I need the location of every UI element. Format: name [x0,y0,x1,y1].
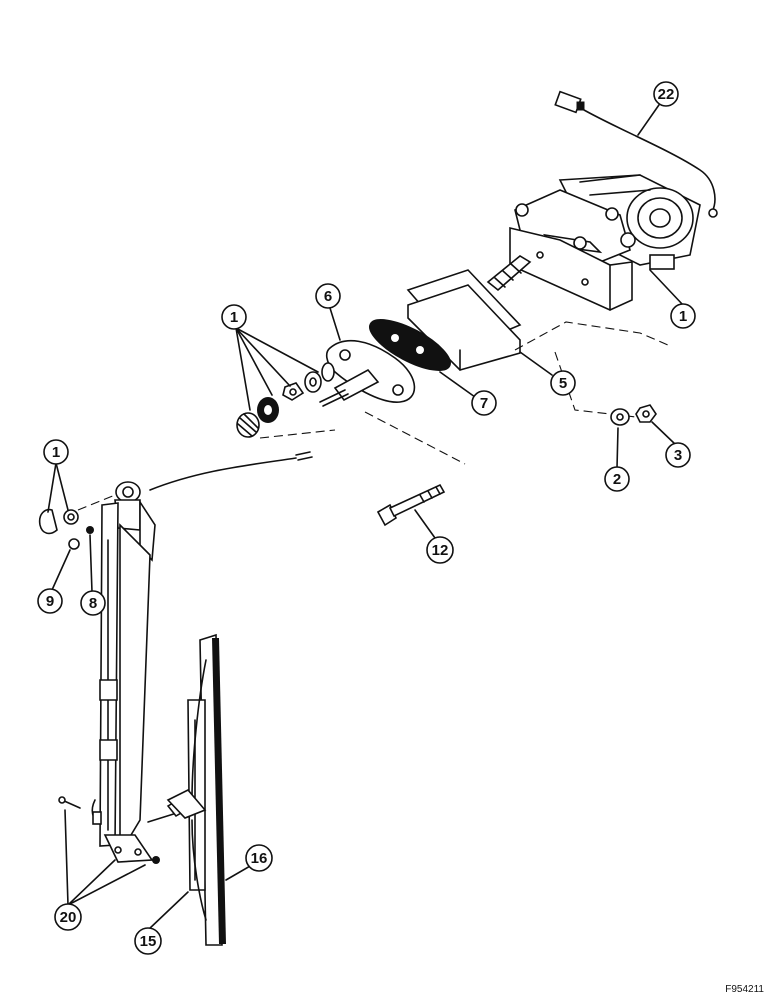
svg-text:9: 9 [46,593,54,610]
spacer-bracket [406,269,522,371]
callout-2: 2 [604,466,630,492]
callout-1-arm: 1 [43,439,69,465]
callout-16: 16 [245,844,273,872]
svg-text:12: 12 [432,542,449,559]
callout-12: 12 [426,536,454,564]
callout-9: 9 [37,588,63,614]
callout-20: 20 [54,903,82,931]
bolt [376,483,446,527]
callout-5: 5 [550,370,576,396]
callout-15: 15 [134,927,162,955]
wiper-blade [166,633,226,946]
callout-22: 22 [653,81,679,107]
svg-text:20: 20 [60,909,77,926]
svg-text:8: 8 [89,595,97,612]
svg-text:1: 1 [52,444,60,461]
callout-1-stack: 1 [221,304,247,330]
cap-nut-and-washer [38,494,116,550]
svg-text:1: 1 [230,309,238,326]
svg-text:3: 3 [674,447,682,464]
washer-and-nut [610,404,657,426]
callout-6: 6 [315,283,341,309]
pivot-housing [319,340,416,407]
callout-leaders [47,101,684,931]
svg-text:22: 22 [658,86,675,103]
svg-text:6: 6 [324,288,332,305]
callout-3: 3 [665,442,691,468]
callout-8: 8 [80,590,106,616]
callout-7: 7 [471,390,497,416]
gasket [369,319,451,371]
svg-text:5: 5 [559,375,567,392]
svg-text:1: 1 [679,308,687,325]
washer-nut-stack [236,362,335,438]
wiper-motor-assembly [486,90,718,311]
callout-1-motor: 1 [670,303,696,329]
svg-text:2: 2 [613,471,621,488]
figure-id: F954211 [725,984,764,995]
svg-text:7: 7 [480,395,488,412]
svg-text:15: 15 [140,933,157,950]
svg-text:16: 16 [251,850,268,867]
wiper-arm [58,481,188,864]
